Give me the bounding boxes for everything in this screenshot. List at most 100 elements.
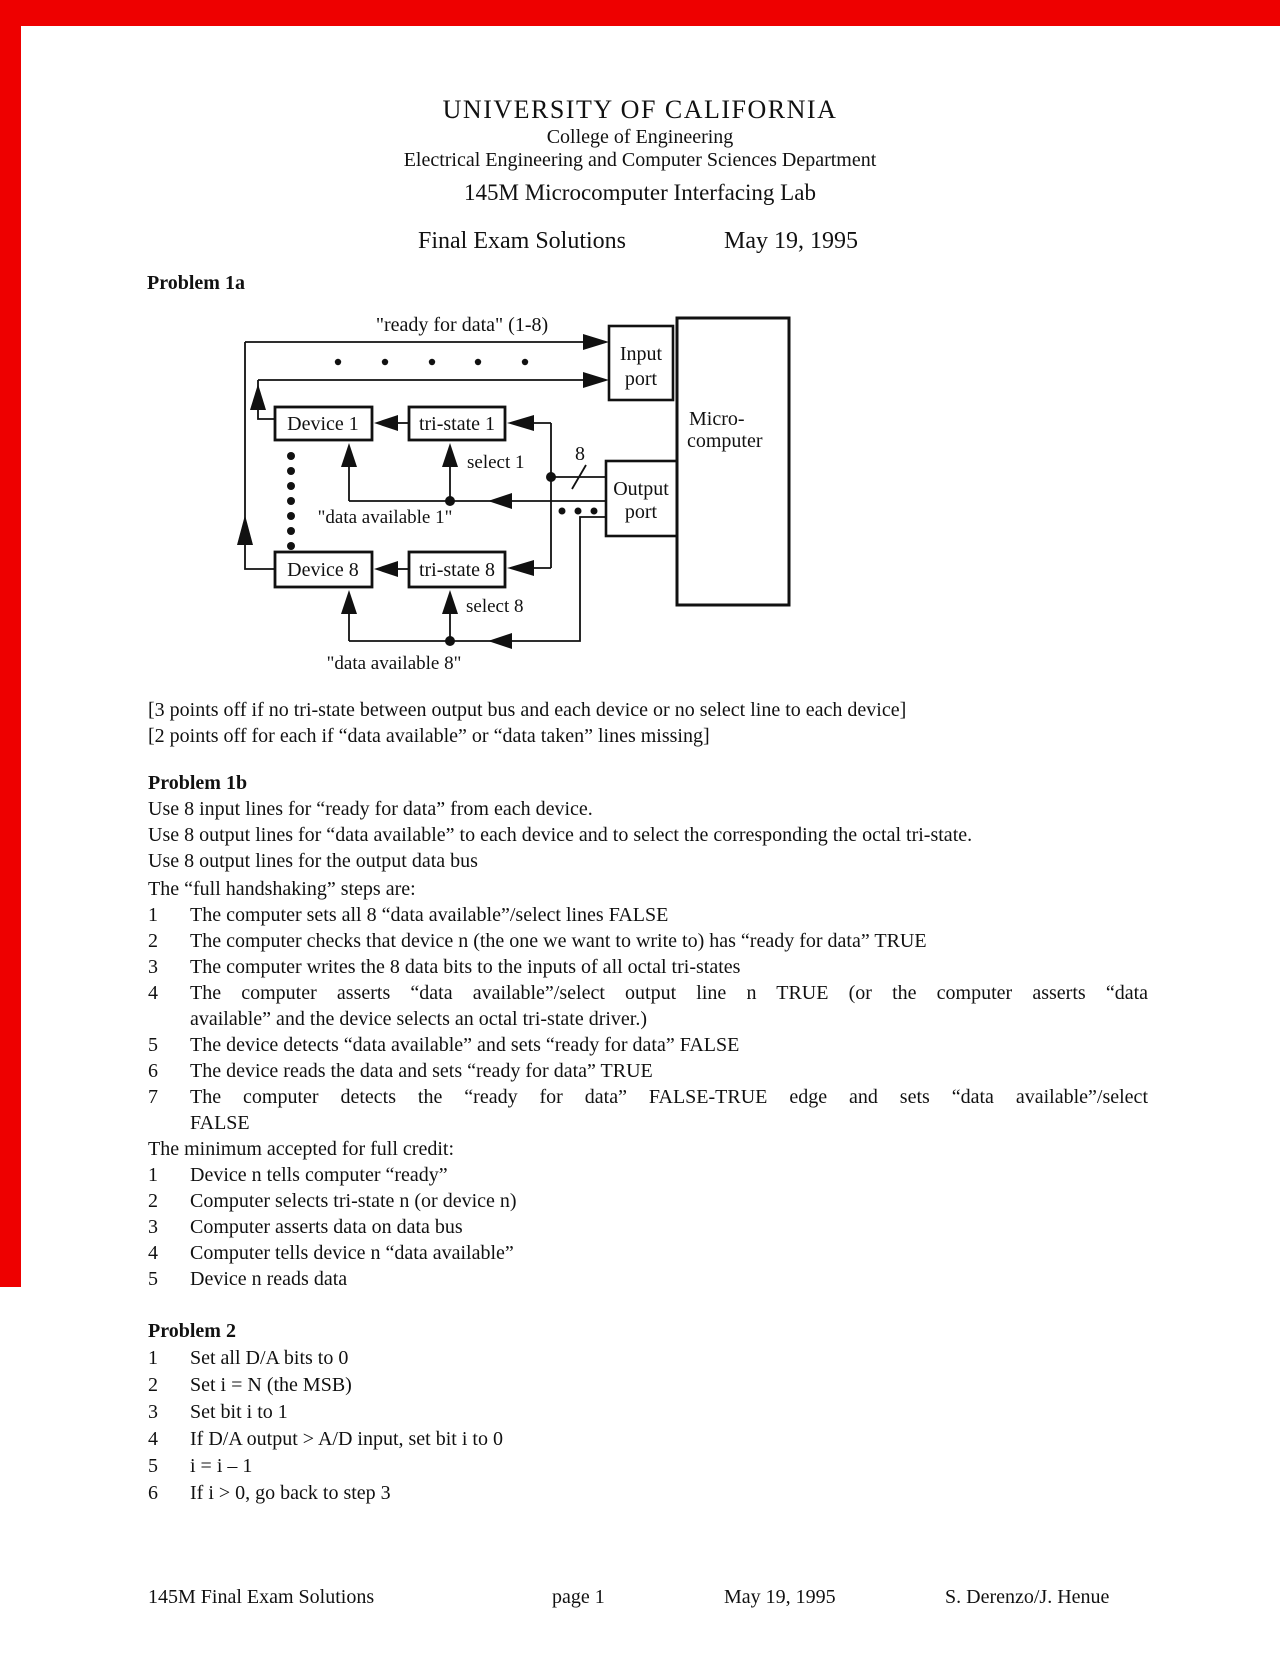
minimum-credit-title: The minimum accepted for full credit: <box>148 1138 454 1160</box>
footer-page-number: page 1 <box>552 1586 605 1608</box>
arrowhead-into-input-2 <box>583 372 609 388</box>
step-number: 2 <box>148 1190 158 1212</box>
device8-ready-rail <box>244 342 275 570</box>
step-number: 1 <box>148 1164 158 1186</box>
step-number: 7 <box>148 1086 158 1108</box>
problem-1a-heading: Problem 1a <box>147 272 245 294</box>
arrowhead-into-device1 <box>374 415 398 431</box>
step-text: Computer selects tri-state n (or device … <box>190 1190 517 1212</box>
problem-1b-intro: Use 8 input lines for “ready for data” f… <box>148 796 1150 874</box>
bus-junction-dot <box>546 472 556 482</box>
step-text: i = i – 1 <box>190 1455 253 1477</box>
handshaking-steps-title: The “full handshaking” steps are: <box>148 878 416 900</box>
bus-width-label: 8 <box>575 443 585 465</box>
ready-ellipsis-dot <box>381 358 389 366</box>
arrowhead-up-rail1 <box>250 384 266 410</box>
device-ellipsis-dot <box>287 467 295 475</box>
department-line: Electrical Engineering and Computer Scie… <box>403 149 877 171</box>
footer-date: May 19, 1995 <box>724 1586 836 1608</box>
input-port-label-1: Input <box>620 343 663 365</box>
problem-1a-diagram: "ready for data" (1-8) Input port Output… <box>237 314 791 674</box>
red-margin-bar-left <box>0 0 21 1287</box>
microcomputer-label-1: Micro- <box>689 408 745 430</box>
ready-for-data-label: "ready for data" (1-8) <box>376 314 548 336</box>
footer-title: 145M Final Exam Solutions <box>148 1586 375 1608</box>
step-text: Set bit i to 1 <box>190 1401 288 1423</box>
grading-notes: [3 points off if no tri-state between ou… <box>148 697 1150 749</box>
ready-ellipsis-dot <box>521 358 529 366</box>
arrowhead-into-tristate8 <box>507 560 534 576</box>
step-number: 3 <box>148 1216 158 1238</box>
tristate8-box <box>407 550 507 589</box>
step-text: The computer asserts “data available”/se… <box>190 982 1148 1030</box>
ready-ellipsis-dot <box>334 358 342 366</box>
step-number: 5 <box>148 1034 158 1056</box>
step-text: If D/A output > A/D input, set bit i to … <box>190 1428 503 1450</box>
arrowhead-up-rail8 <box>237 515 253 545</box>
exam-title: Final Exam Solutions <box>418 228 627 254</box>
step-text: The computer detects the “ready for data… <box>190 1086 1148 1134</box>
output-ellipsis-dot <box>590 507 598 515</box>
arrowhead-into-input-1 <box>583 334 609 350</box>
university-title: UNIVERSITY OF CALIFORNIA <box>442 95 838 124</box>
step-text: Set i = N (the MSB) <box>190 1374 352 1396</box>
step-number: 6 <box>148 1060 158 1082</box>
device-ellipsis-dot <box>287 512 295 520</box>
bus-width-slash <box>571 464 587 490</box>
device-ellipsis-dot <box>287 497 295 505</box>
step-text: The device detects “data available” and … <box>190 1034 740 1056</box>
step-text: The computer writes the 8 data bits to t… <box>190 956 741 978</box>
arrowhead-into-device8 <box>374 561 398 577</box>
step-number: 2 <box>148 930 158 952</box>
ready-ellipsis-dot <box>428 358 436 366</box>
tristate8-label: tri-state 8 <box>419 559 495 581</box>
step-text: The device reads the data and sets “read… <box>190 1060 653 1082</box>
output-ellipsis-dot <box>574 507 582 515</box>
select1-junction-dot <box>445 496 455 506</box>
output-port-label-2: port <box>625 501 658 523</box>
tristate1-label: tri-state 1 <box>419 413 495 435</box>
step-number: 1 <box>148 1347 158 1369</box>
text-line: Use 8 input lines for “ready for data” f… <box>148 798 593 820</box>
numbered-step: 5 The device detects “data available” and… <box>148 1032 1150 1058</box>
arrowhead-da1-up <box>341 443 357 467</box>
problem-1b-heading: Problem 1b <box>148 772 248 794</box>
arrowhead-da8-up <box>341 590 357 614</box>
ready-ellipsis-dot <box>474 358 482 366</box>
text-line: Use 8 output lines for the output data b… <box>148 850 478 872</box>
arrowhead-select8-up <box>442 590 458 614</box>
arrowhead-da1-left <box>488 493 512 509</box>
arrowhead-into-tristate1 <box>507 415 534 431</box>
exam-date: May 19, 1995 <box>724 228 858 254</box>
step-number: 4 <box>148 982 158 1004</box>
data-available1-label: "data available 1" <box>318 507 453 528</box>
problem-2-heading: Problem 2 <box>148 1320 236 1342</box>
data-available8-line <box>349 516 606 642</box>
output-ellipsis-dot <box>558 507 566 515</box>
text-line: [3 points off if no tri-state between ou… <box>148 699 907 721</box>
step-number: 5 <box>148 1268 158 1290</box>
microcomputer-label-2: computer <box>687 430 763 452</box>
select1-label: select 1 <box>467 452 525 473</box>
select8-junction-dot <box>445 636 455 646</box>
text-line: [2 points off for each if “data availabl… <box>148 725 710 747</box>
device-ellipsis-dot <box>287 482 295 490</box>
step-text: The computer sets all 8 “data available”… <box>190 904 669 926</box>
microcomputer-box <box>675 316 791 607</box>
numbered-step: 7 The computer detects the “ready for dat… <box>148 1084 1150 1136</box>
red-margin-bar-top <box>0 0 1280 26</box>
step-number: 4 <box>148 1242 158 1264</box>
